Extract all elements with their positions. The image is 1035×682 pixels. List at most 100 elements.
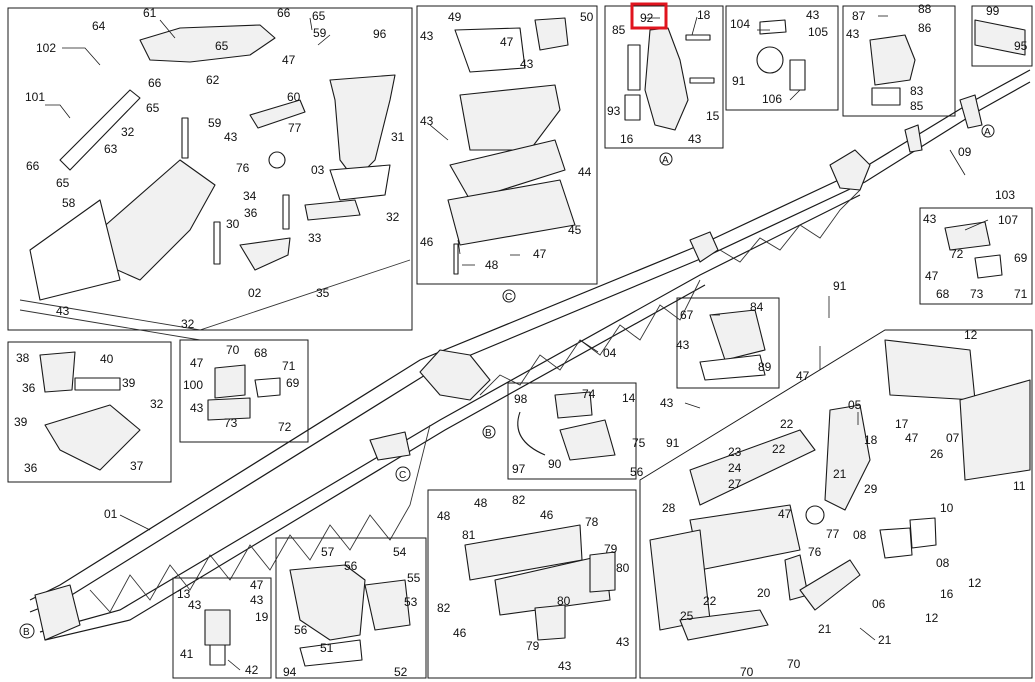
part-label: 85 [910,99,924,113]
part-label: 90 [548,457,562,471]
part-label: 85 [612,23,626,37]
part-label: 43 [188,598,202,612]
part-label: 29 [864,482,878,496]
part-label: 36 [244,206,258,220]
part-label: 43 [806,8,820,22]
part-label: 28 [662,501,676,515]
part-label: 22 [780,417,794,431]
part-label: 56 [630,465,644,479]
part-label: 86 [918,21,932,35]
part-label: 91 [833,279,847,293]
part-label: 22 [772,442,786,456]
part-label: 71 [1014,287,1028,301]
part-label: 101 [25,90,45,104]
part-label: 89 [758,360,772,374]
part-label: 02 [248,286,262,300]
marker-a-1 [659,152,673,166]
part-label: 76 [236,161,250,175]
part-label: 46 [540,508,554,522]
marker-a-2 [981,124,995,138]
part-label: 11 [1013,479,1026,493]
part-label: 96 [373,27,387,41]
part-label: 41 [180,647,194,661]
part-label: 21 [818,622,832,636]
highlighted-part-label: 92 [640,11,654,25]
part-label: 40 [100,352,114,366]
part-label: 22 [703,594,717,608]
highlight-box [630,2,668,30]
part-label: 47 [282,53,296,67]
part-label: 36 [22,381,36,395]
part-label: 93 [607,104,621,118]
part-label: 21 [833,467,847,481]
part-label: 47 [190,356,204,370]
part-label: 17 [895,417,909,431]
part-label: 70 [226,343,240,357]
part-label: 82 [437,601,451,615]
part-label: 66 [148,76,162,90]
part-label: 12 [925,611,939,625]
part-label: 80 [557,594,571,608]
part-label: 43 [616,635,630,649]
part-label: 23 [728,445,742,459]
part-label: 45 [568,223,582,237]
marker-c-1-label: C [505,292,512,303]
part-label: 32 [150,397,164,411]
part-label: 73 [970,287,984,301]
part-label: 35 [316,286,330,300]
part-label: 81 [462,528,476,542]
part-label: 39 [122,376,136,390]
part-label: 65 [146,101,160,115]
part-label: 70 [787,657,801,671]
part-label: 13 [177,587,191,601]
part-label: 55 [407,571,421,585]
part-label: 65 [56,176,70,190]
part-label: 77 [288,121,302,135]
part-label: 43 [846,27,860,41]
part-label: 48 [485,258,499,272]
part-label: 43 [420,29,434,43]
part-label: 43 [660,396,674,410]
part-label: 98 [514,392,528,406]
part-label: 94 [283,665,297,679]
part-label: 21 [878,633,892,647]
part-label: 30 [226,217,240,231]
part-label: 37 [130,459,144,473]
part-label: 46 [420,235,434,249]
part-labels: 61 64 66 65 102 65 47 59 96 62 66 101 65… [14,2,1028,679]
part-label: 33 [308,231,322,245]
marker-b-1 [482,425,496,439]
marker-c-1 [502,289,516,303]
leader-lines [45,15,989,671]
part-label: 43 [250,593,264,607]
part-label: 18 [697,8,711,22]
part-label: 01 [104,507,118,521]
part-label: 48 [437,509,451,523]
part-label: 71 [282,359,296,373]
part-label: 08 [936,556,950,570]
part-label: 75 [632,436,646,450]
marker-c-2 [395,466,411,482]
part-label: 104 [730,17,750,31]
part-label: 50 [580,10,594,24]
part-label: 83 [910,84,924,98]
part-label: 95 [1014,39,1028,53]
part-label: 24 [728,461,742,475]
marker-b-2-label: B [23,627,30,638]
part-label: 63 [104,142,118,156]
part-label: 43 [676,338,690,352]
part-label: 70 [740,665,754,679]
part-label: 32 [181,317,195,331]
part-label: 12 [968,576,982,590]
part-label: 43 [224,130,238,144]
part-label: 18 [864,433,878,447]
part-label: 73 [224,416,238,430]
marker-a-1-label: A [662,155,669,166]
part-label: 103 [995,188,1015,202]
part-label: 43 [923,212,937,226]
part-label: 66 [26,159,40,173]
part-label: 59 [313,26,327,40]
part-label: 69 [286,376,300,390]
part-label: 27 [728,477,742,491]
